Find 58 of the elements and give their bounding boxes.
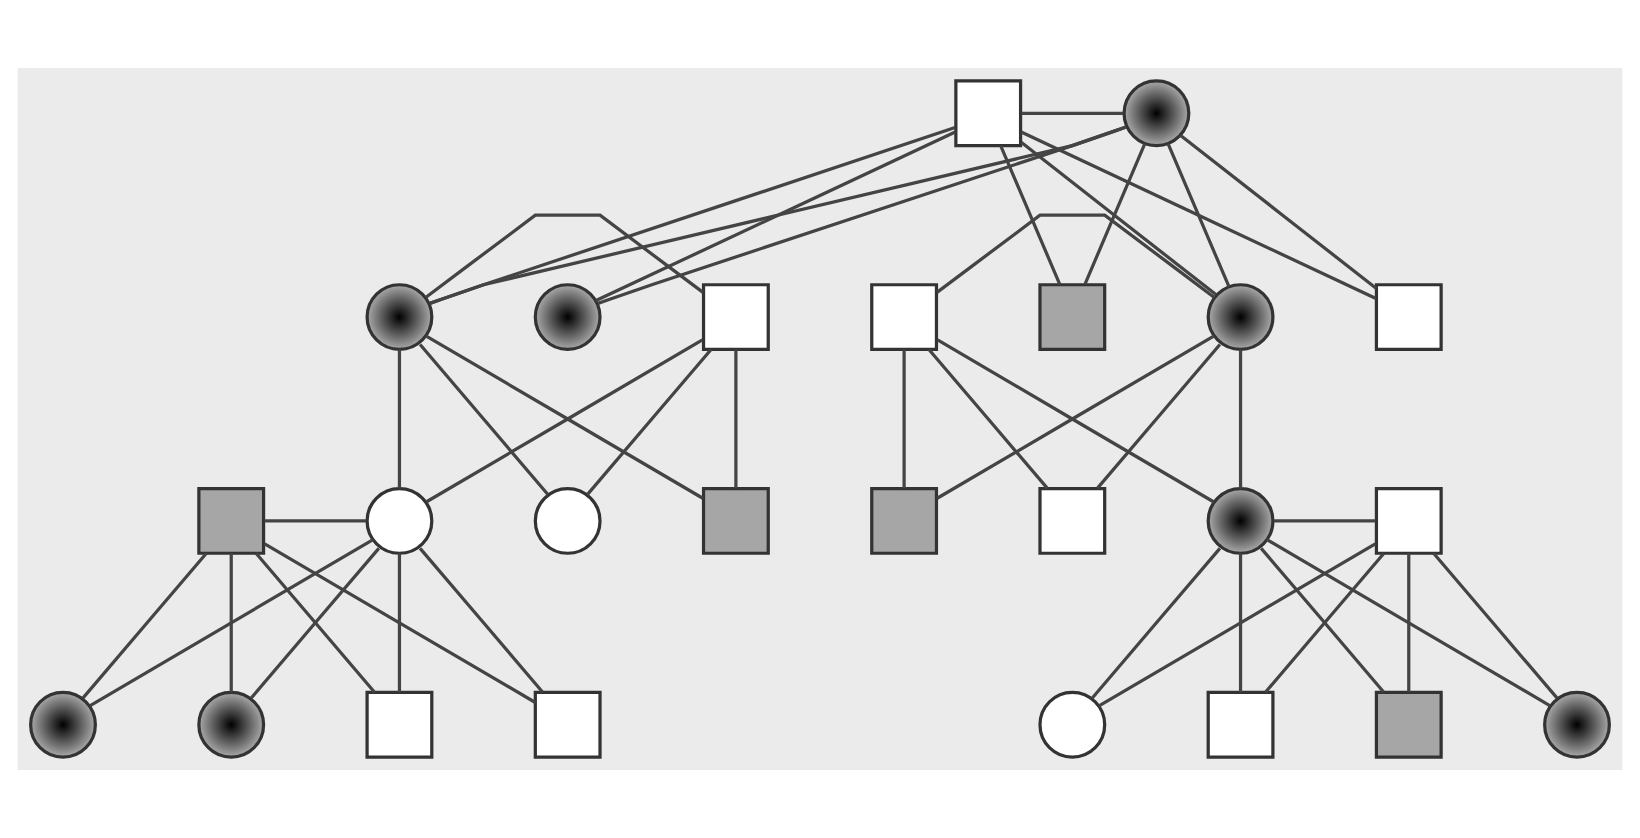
node-circle [365, 486, 434, 555]
node-circle [197, 690, 266, 759]
node-square [870, 486, 939, 555]
node-circle [365, 283, 434, 352]
connector [1266, 538, 1551, 707]
connector [1179, 134, 1378, 290]
node-circle [1038, 690, 1107, 759]
connector [1407, 553, 1411, 693]
node-square [197, 486, 266, 555]
connector [264, 519, 367, 523]
connector [424, 213, 704, 299]
connector [927, 348, 1049, 490]
connector [936, 213, 1216, 299]
connector [999, 145, 1062, 286]
node-circle [533, 283, 602, 352]
node-square [954, 79, 1023, 148]
node-square [701, 283, 770, 352]
connector [1090, 547, 1222, 700]
node-circle [533, 486, 602, 555]
connector [89, 538, 374, 707]
connector [1098, 542, 1377, 708]
node-square [1374, 283, 1443, 352]
connector [586, 348, 713, 496]
node-square [870, 283, 939, 352]
connector [1432, 552, 1559, 700]
connector [1238, 553, 1243, 693]
connector [418, 343, 550, 496]
connector [418, 547, 544, 693]
connector [1083, 143, 1147, 285]
connector [1096, 343, 1222, 490]
node-square [1038, 283, 1107, 352]
connector [263, 542, 537, 704]
connector [1020, 130, 1377, 300]
connector [1020, 141, 1217, 296]
connector [1166, 143, 1231, 288]
node-square [1206, 690, 1275, 759]
connector [734, 349, 738, 489]
node-circle [1122, 79, 1191, 148]
node-square [533, 690, 602, 759]
node-circle [1543, 690, 1611, 759]
node-circle [1206, 486, 1275, 555]
connector [397, 349, 402, 489]
connector [81, 552, 208, 700]
connector [595, 130, 956, 303]
connector [429, 125, 1127, 305]
node-square [701, 486, 770, 555]
connector [229, 553, 233, 693]
node-square [1374, 690, 1443, 759]
node-circle [29, 690, 97, 759]
connector [1273, 519, 1376, 523]
connector [397, 553, 402, 693]
node-square [1374, 486, 1443, 555]
connector [1021, 111, 1124, 115]
node-square [1038, 486, 1107, 555]
node-circle [1206, 283, 1275, 352]
node-square [365, 690, 434, 759]
connector [1238, 349, 1243, 489]
connector [902, 349, 906, 489]
